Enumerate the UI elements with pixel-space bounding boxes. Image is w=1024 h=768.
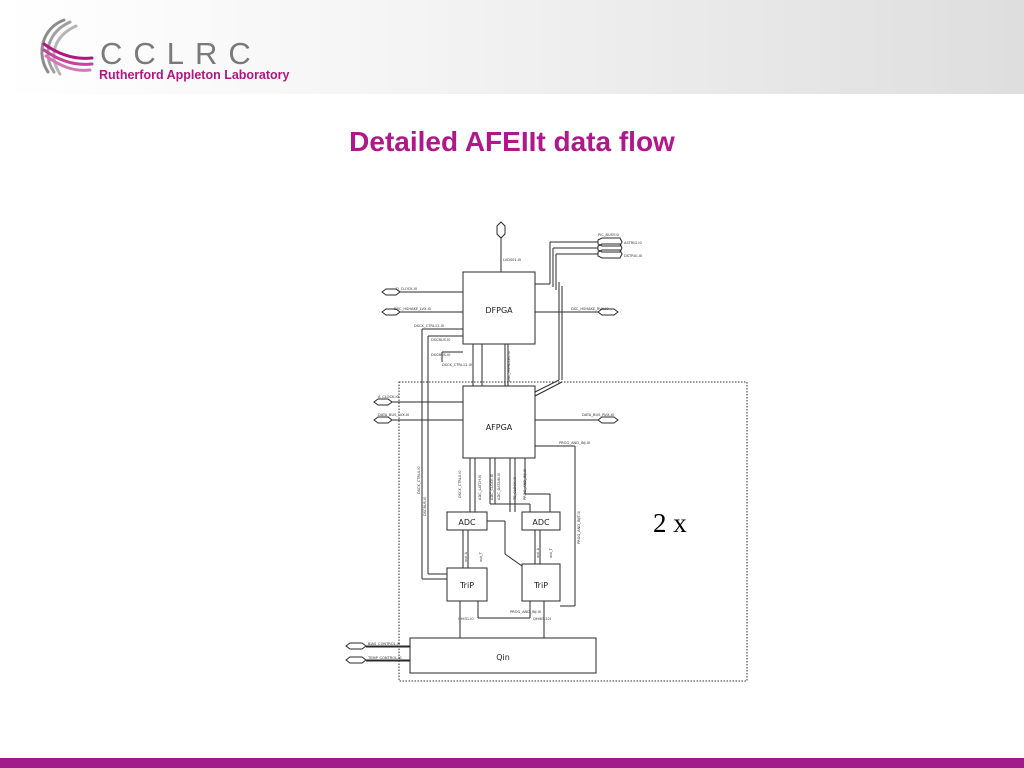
adc-right-block [521,511,561,531]
signal-temp-control: TEMP_CONTROL.I0 [367,656,402,660]
repeat-region-box [398,381,748,682]
signal-adc-datain: ADC_DATAIN.I0 [497,472,501,500]
signal-out-t-left: out_T [479,551,483,562]
signal-prog-and-inj: PROG_AND_INJ.I0 [559,441,591,445]
afpga-block [462,385,536,459]
signal-d-clock: D_CLOCK.I0 [396,287,418,291]
trip-right-block [521,563,561,602]
signal-tc-clock: TC_CLOCK.I0 [513,476,517,501]
afpga-label: AFPGA [486,423,513,432]
signal-prog-and-inj-b: PROG_AND_INJ.I0 [523,468,527,500]
signal-dsc-bus-a: DSCBUS.I0 [431,338,451,342]
logo-subtitle: Rutherford Appleton Laboratory [99,68,290,82]
adc-right-label: ADC [532,518,550,527]
signal-prog-and-inj-c: PROG_AND_INJT.I0 [577,510,581,544]
afe-data-flow-diagram: DFPGA AFPGA ADC ADC TriP TriP Qin LVDS01… [330,214,750,684]
adc-left-label: ADC [458,518,476,527]
cclrc-logo-icon [40,18,94,76]
signal-a-clock: A_CLOCK.I0 [378,395,400,399]
signal-data-bus-in: DATA_BUS_LVX.I0 [378,413,410,417]
signal-dsck-ctrl-b: DSCK_CTRL12.I0 [442,363,473,367]
signal-lvds-in: LVDS01.I0 [503,258,522,262]
signal-prog-and-inj-trip: PROG_AND_INJ.I0 [510,610,542,614]
signal-dsc-hshake-in: DSC_HSHAKE_LVX.I0 [394,307,432,311]
signal-dsck-ctrl-a: DSCK_CTRL12.I0 [414,324,445,328]
signal-dsck-ctrl-d: DSCK_CTRL0.I0 [458,470,462,498]
signal-astrig: ASTRIG.I0 [624,241,642,245]
signal-dstrig: DSTRIG.I0 [624,254,643,258]
signal-dsc-bus-c: DSCBUS.I0 [423,496,427,516]
qin-block [409,637,597,674]
slide-title: Detailed AFEIIt data flow [349,126,675,157]
signal-dsc-hshake-v: DSC_HSHAKE0.I0 [507,350,511,382]
qin-label: Qin [496,653,510,662]
repeat-multiplier-label: 2 x [653,508,687,538]
signal-out-a-right: out_A [536,547,540,558]
signal-qhi-left: QHI31.I0 [458,617,474,621]
signal-data-bus-out: DATA_BUS_RVX.I0 [582,413,615,417]
signal-qhi-right: QHI63.32I [533,617,551,621]
dfpga-label: DFPGA [485,306,513,315]
trip-left-block [446,567,488,602]
trip-right-label: TriP [533,581,548,590]
logo-name: CCLRC [100,36,262,71]
footer-bar [0,758,1024,768]
signal-out-a-left: out_A [464,551,468,562]
trip-left-label: TriP [459,581,474,590]
signal-out-t-right: out_T [549,547,553,558]
signal-dsc-hshake-out: DSC_HSHAKE_RVX.I0 [571,307,609,311]
signal-adc-clock: ADC_CLOCK.I0 [490,473,494,500]
dfpga-block [462,271,536,345]
signal-pic-busy: PIC_BUSY.I0 [598,233,620,237]
signal-bias-control: BIAS_CONTROL.I0 [368,642,401,646]
slide-header: CCLRC Rutherford Appleton Laboratory [0,0,1024,94]
signal-adc-latch: ADC_LATCH.I0 [478,474,482,500]
signal-dsck-ctrl-c: DSCK_CTRL0.I0 [417,466,421,494]
signal-dsc-bus-b: DSCBUS.I0 [431,353,451,357]
